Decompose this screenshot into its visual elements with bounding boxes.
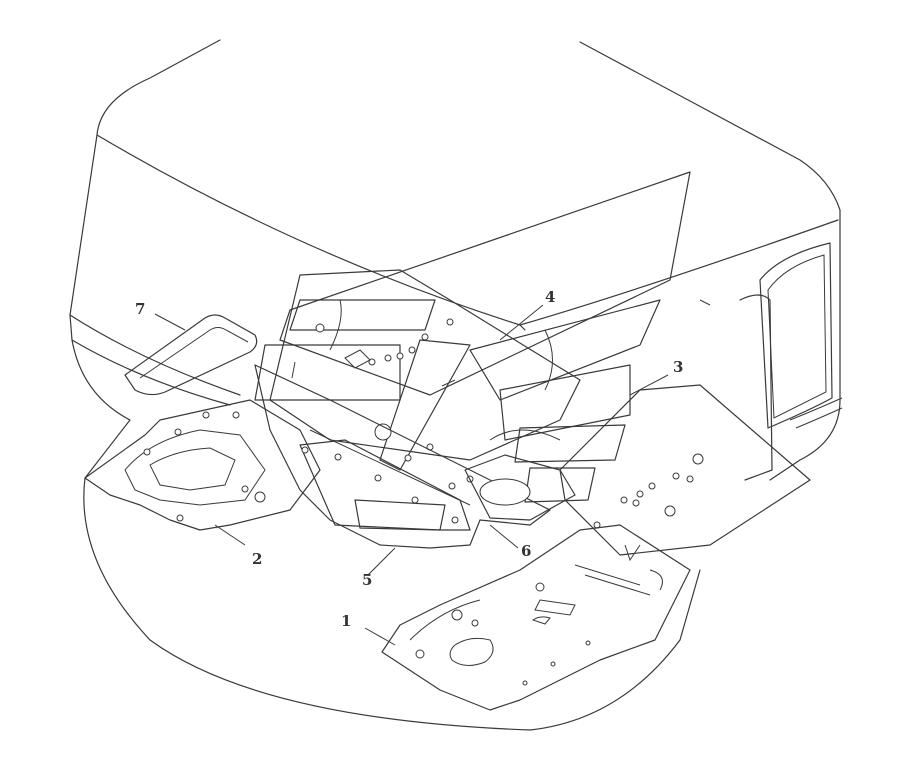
callout-2: 2 bbox=[252, 550, 262, 568]
callout-1: 1 bbox=[341, 612, 351, 630]
callout-7: 7 bbox=[135, 300, 145, 318]
part-1-floor-pad bbox=[381, 524, 691, 711]
cab-body bbox=[69, 39, 843, 731]
callout-5: 5 bbox=[362, 571, 372, 589]
leader-lines bbox=[154, 304, 669, 646]
part-4-upper-pads bbox=[254, 171, 691, 503]
callout-labels: 7 2 1 4 5 6 3 bbox=[135, 288, 683, 630]
part-6-tunnel-pad bbox=[464, 429, 576, 521]
callout-3: 3 bbox=[673, 358, 683, 376]
callout-6: 6 bbox=[521, 542, 531, 560]
part-2-floor-pad bbox=[84, 399, 321, 531]
part-3-floor-pad bbox=[559, 384, 811, 556]
callout-4: 4 bbox=[545, 288, 555, 306]
part-7-panel bbox=[124, 314, 258, 396]
